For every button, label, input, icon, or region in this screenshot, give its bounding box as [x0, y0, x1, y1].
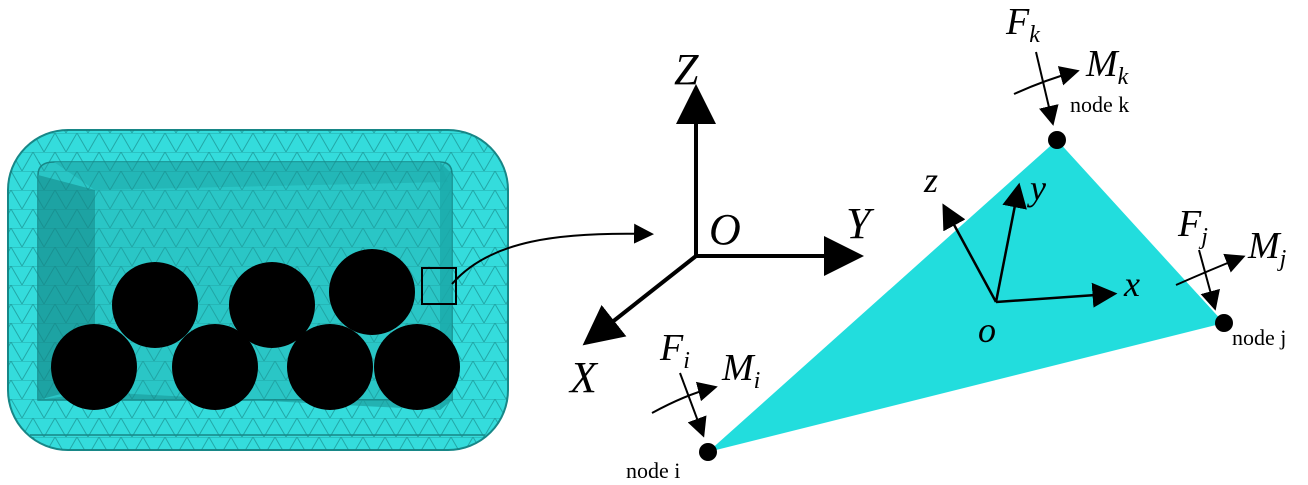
node-i-moment-arrow [651, 381, 718, 414]
strand-circle [112, 262, 198, 348]
local-origin-label: o [978, 310, 996, 350]
zoom-arrow [451, 223, 654, 285]
node-i-force-arrow [679, 372, 707, 438]
global-z-label: Z [674, 45, 699, 94]
node-i-loads: Fi Mi node i [626, 327, 760, 483]
global-origin-label: O [709, 205, 741, 254]
node-j-loads: Fj Mj node j [1175, 203, 1287, 350]
strand-circle [51, 324, 137, 410]
node-i-moment-label: Mi [721, 347, 760, 394]
node-j-dot [1215, 314, 1233, 332]
node-j-moment-arrow [1175, 253, 1246, 286]
local-z-label: z [923, 160, 938, 200]
local-y-label: y [1027, 168, 1046, 208]
strand-circle [287, 324, 373, 410]
zoom-box-icon [421, 267, 457, 305]
node-k-label: node k [1070, 92, 1129, 117]
node-j-force-label: Fj [1177, 203, 1208, 250]
local-x-label: x [1123, 264, 1140, 304]
global-x-axis [582, 254, 698, 346]
triangle-element [708, 140, 1224, 452]
node-j-moment-label: Mj [1247, 225, 1287, 272]
node-k-dot [1048, 131, 1066, 149]
node-k-force-arrow [1035, 51, 1059, 126]
local-z-axis [942, 203, 998, 303]
global-x-label: X [568, 353, 599, 402]
node-i-dot [699, 443, 717, 461]
global-y-label: Y [846, 199, 875, 248]
strand-circle [329, 249, 415, 335]
strand-circle [229, 262, 315, 348]
shell-element: x y z o Fi Mi node i Fj Mj node j [626, 1, 1287, 483]
meshed-box [7, 129, 509, 451]
node-k-moment-label: Mk [1085, 43, 1129, 90]
node-k-loads: Fk Mk node k [1005, 1, 1129, 126]
node-i-label: node i [626, 458, 680, 483]
node-k-force-label: Fk [1005, 1, 1040, 48]
strand-circle [374, 324, 460, 410]
strand-circle [172, 324, 258, 410]
node-j-force-arrow [1198, 249, 1220, 311]
node-i-force-label: Fi [659, 327, 690, 374]
global-axes: Z Y X O [568, 45, 875, 402]
node-k-moment-arrow [1013, 66, 1080, 95]
local-y-axis [994, 182, 1027, 303]
local-x-axis [995, 282, 1118, 308]
wire-strands [51, 249, 460, 410]
node-j-label: node j [1232, 325, 1286, 350]
